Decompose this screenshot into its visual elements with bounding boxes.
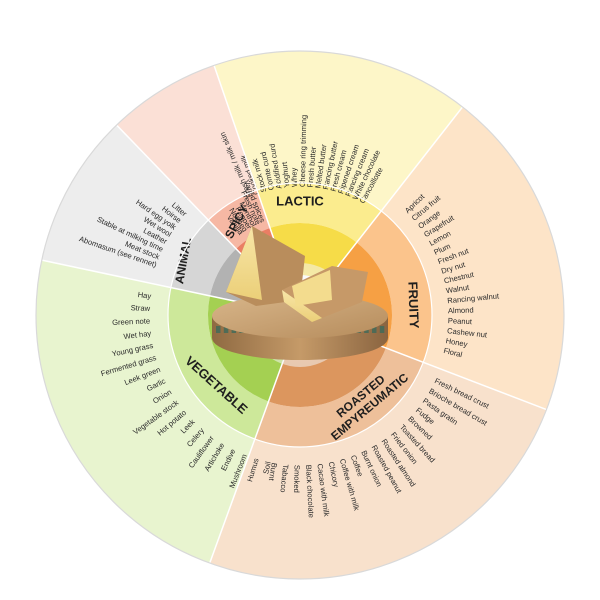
sector-mid-lactic [257,183,382,243]
sector-outer-fruity [381,106,564,410]
category-label-fruity: FRUITY [405,281,422,329]
aroma-item: Hay [137,290,152,301]
sector-outer-lactic [214,51,463,211]
sector-outer-spicy [116,65,258,221]
wheel-band-mark [379,326,385,333]
aroma-item: Cheese ring trimming [298,115,309,187]
aroma-item: Yoghurt [280,161,292,189]
aroma-item: Black chocolate [304,465,316,519]
aroma-item: Almond [448,306,474,316]
aroma-item: Burnt [267,462,279,482]
category-label-lactic: LACTIC [276,193,324,208]
sector-outer-roasted-empyreumatic [209,362,547,580]
wheel-band-mark [223,326,229,333]
wheel-band-mark [216,326,221,333]
aroma-item: Cashew nut [447,326,489,339]
aroma-item: Wet hay [123,329,152,341]
wheel-band-mark [372,326,377,333]
sector-outer-vegetable [35,260,255,564]
aroma-item: Fresh butter [306,146,318,188]
mid-ring [167,182,433,448]
aroma-item: Peanut [448,316,473,326]
sector-outer-animal [41,125,209,288]
cheese-wedge-paste [226,226,262,300]
aroma-item: Smoked [292,465,302,493]
sector-divider [324,106,464,284]
sector-mid-fruity [356,210,432,363]
aroma-item: Walnut [445,283,470,296]
cheese-slab-face [292,270,332,306]
sector-divider [209,352,288,564]
sector-mid-vegetable [167,287,269,440]
aroma-item: Tabacco [278,464,290,493]
aroma-item: Straw [131,303,151,313]
sector-mid-animal [170,220,237,296]
aroma-item: Soil [261,460,273,475]
cheese-slab-paste [282,290,322,322]
cheese-photo [212,226,388,360]
aroma-item: Honey [445,336,468,349]
aroma-item: Green note [112,316,150,327]
outer-ring [35,50,565,580]
sector-mid-roasted-empyreumatic [254,347,424,447]
aroma-item: Whey [289,167,299,187]
sector-divider [41,259,262,308]
